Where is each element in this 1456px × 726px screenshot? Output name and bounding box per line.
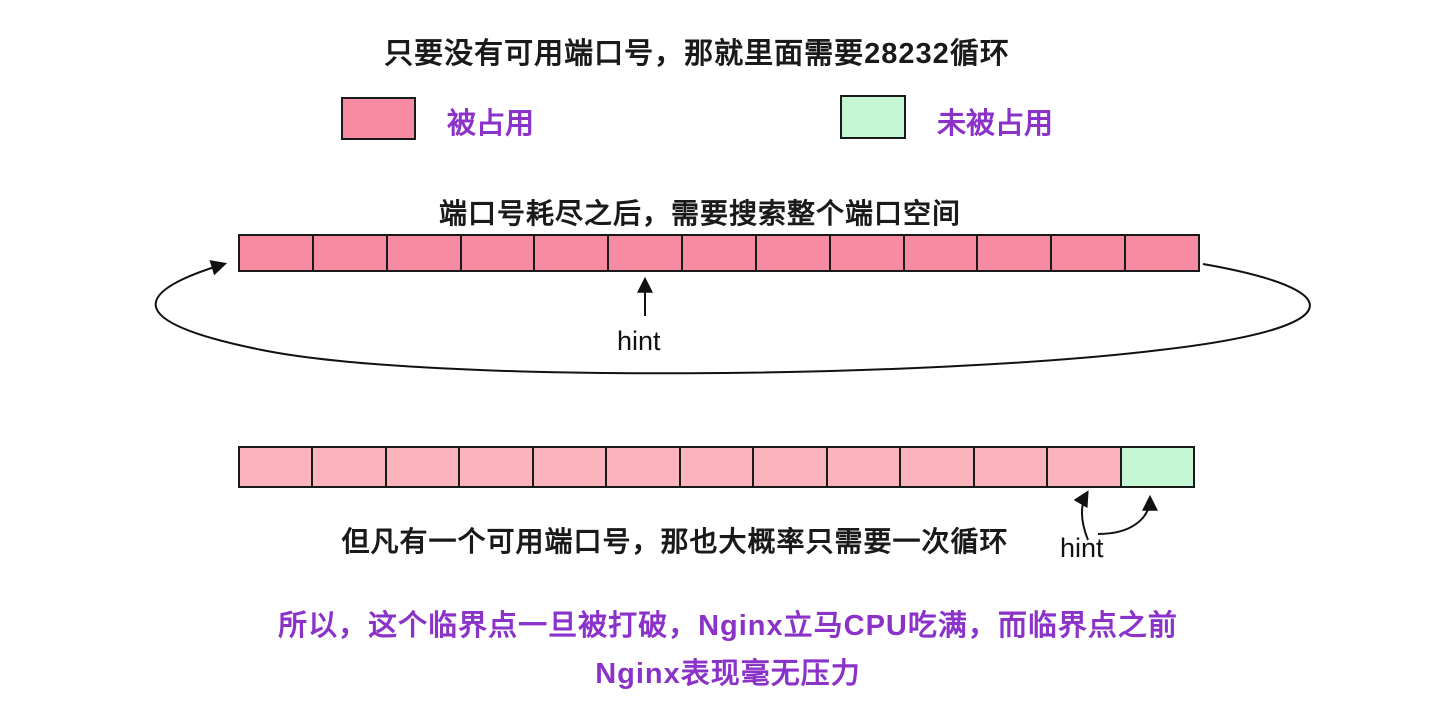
port-cell-occupied	[901, 448, 975, 486]
free-swatch	[840, 95, 906, 139]
port-cell-occupied	[756, 236, 831, 270]
port-cell-occupied	[313, 236, 388, 270]
main-title: 只要没有可用端口号，那就里面需要28232循环	[384, 38, 1010, 70]
port-cell-occupied	[683, 236, 757, 270]
port-cell-occupied	[754, 448, 828, 486]
port-cell-occupied	[680, 448, 755, 486]
port-cell-occupied	[240, 236, 314, 270]
port-cell-occupied	[978, 236, 1053, 270]
port-bar-almost-full	[238, 446, 1195, 488]
conclusion-line2: Nginx表现毫无压力	[595, 658, 861, 690]
port-cell-occupied	[535, 236, 610, 270]
port-cell-occupied	[240, 448, 314, 486]
port-cell-occupied	[386, 448, 461, 486]
occupied-label: 被占用	[447, 108, 535, 140]
port-cell-occupied	[827, 448, 902, 486]
port-cell-occupied	[313, 448, 387, 486]
bar1-caption: 端口号耗尽之后，需要搜索整个端口空间	[438, 198, 961, 229]
port-cell-occupied	[1048, 448, 1122, 486]
occupied-swatch	[341, 97, 416, 140]
port-bar-full	[238, 234, 1200, 272]
port-cell-occupied	[387, 236, 462, 270]
port-cell-occupied	[461, 236, 536, 270]
port-cell-occupied	[1052, 236, 1127, 270]
bar2-caption: 但凡有一个可用端口号，那也大概率只需要一次循环	[341, 526, 1009, 557]
hint-label-2: hint	[1060, 533, 1104, 563]
port-cell-occupied	[904, 236, 979, 270]
port-cell-occupied	[533, 448, 608, 486]
port-cell-occupied	[460, 448, 534, 486]
port-cell-occupied	[830, 236, 905, 270]
port-cell-occupied	[974, 448, 1049, 486]
conclusion-line1: 所以，这个临界点一旦被打破，Nginx立马CPU吃满，而临界点之前	[278, 610, 1178, 642]
hint-label-1: hint	[617, 326, 661, 356]
loop-arrow	[154, 260, 1311, 375]
port-cell-free	[1121, 448, 1194, 486]
port-cell-occupied	[1126, 236, 1198, 270]
free-label: 未被占用	[937, 108, 1054, 140]
port-cell-occupied	[607, 448, 681, 486]
port-cell-occupied	[609, 236, 684, 270]
